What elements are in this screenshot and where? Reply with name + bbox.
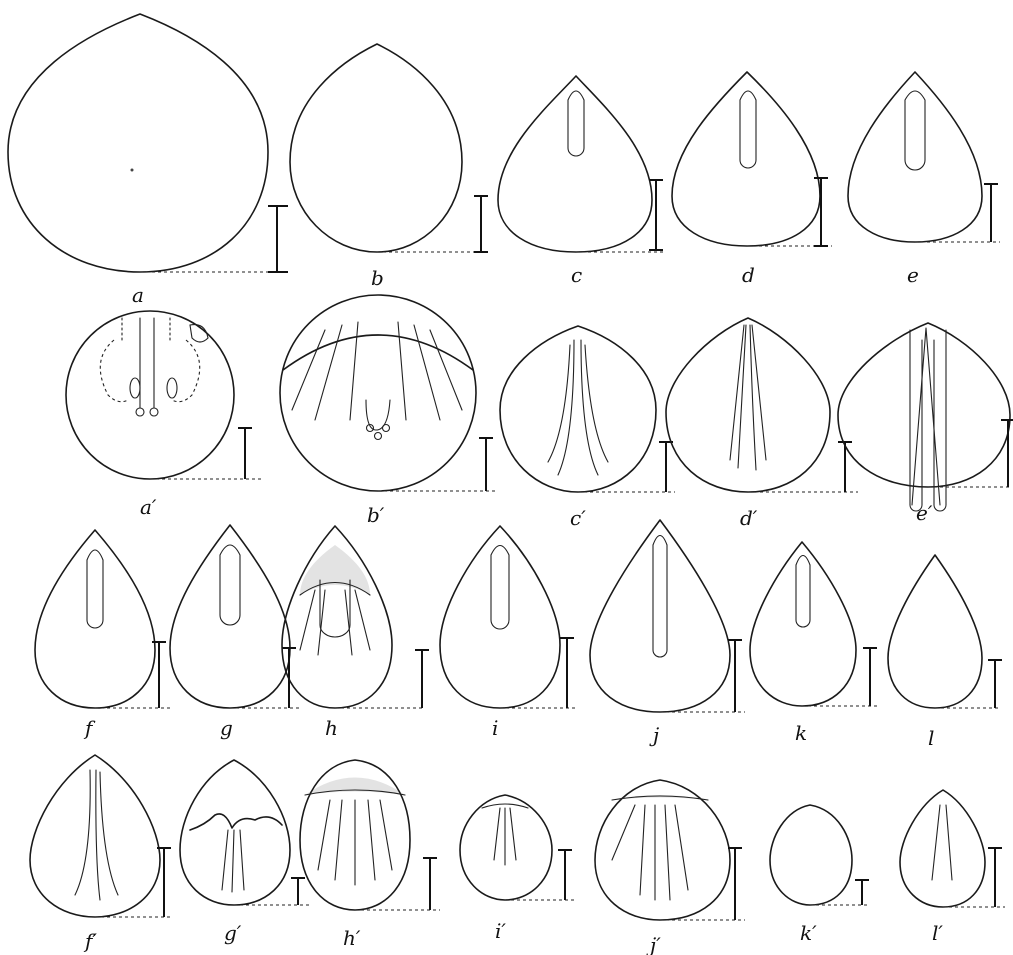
- outline-k-prime: [770, 805, 870, 905]
- outline-c: [498, 76, 665, 252]
- outline-a-prime: [66, 311, 262, 479]
- label-j-prime: j′: [646, 933, 661, 955]
- label-g: g: [220, 716, 233, 740]
- label-k-prime: k′: [800, 921, 817, 945]
- scale-bar-f-prime: [157, 848, 171, 917]
- label-l-prime: l′: [932, 921, 943, 945]
- outline-k: [750, 542, 878, 706]
- outline-d: [672, 72, 832, 246]
- outline-f: [35, 530, 170, 708]
- scale-bar-k: [863, 648, 877, 706]
- scale-bar-h: [415, 650, 429, 708]
- outline-h-prime: [300, 760, 440, 910]
- label-c: c: [571, 263, 582, 287]
- outline-g: [170, 525, 300, 708]
- outline-l: [888, 555, 1000, 708]
- scale-bar-b-prime: [479, 438, 493, 491]
- label-f: f: [83, 716, 96, 740]
- scale-bar-h-prime: [423, 858, 437, 910]
- scale-bar-d-prime: [838, 442, 852, 492]
- label-e: e: [907, 263, 919, 287]
- label-g-prime: g′: [224, 921, 242, 945]
- label-a: a: [132, 283, 144, 307]
- scale-bar-i: [560, 638, 574, 708]
- label-a-prime: a′: [140, 495, 157, 519]
- scale-bar-a: [268, 206, 288, 272]
- outline-e-prime: [838, 323, 1012, 511]
- outline-i: [440, 526, 575, 708]
- label-b-prime: b′: [367, 503, 385, 527]
- label-f-prime: f′: [83, 929, 97, 953]
- scale-bar-g-prime: [291, 878, 305, 905]
- scale-bar-l: [988, 660, 1002, 708]
- scale-bar-a-prime: [238, 428, 252, 479]
- label-i-prime: i′: [495, 919, 506, 943]
- outline-i-prime: [460, 795, 575, 900]
- scale-bar-d: [814, 178, 828, 246]
- label-e-prime: e′: [916, 501, 933, 525]
- scale-bar-e-prime: [1001, 420, 1013, 487]
- outline-d-prime: [666, 318, 858, 492]
- label-h-prime: h′: [343, 926, 361, 950]
- outline-h: [282, 526, 422, 708]
- label-i: i: [492, 716, 498, 740]
- outline-j-prime: [595, 780, 745, 920]
- label-d: d: [742, 263, 755, 287]
- outline-e: [848, 72, 1000, 242]
- label-c-prime: c′: [570, 506, 586, 530]
- outline-c-prime: [500, 326, 675, 492]
- label-k: k: [795, 721, 807, 745]
- label-l: l: [928, 726, 934, 750]
- label-h: h: [325, 716, 338, 740]
- label-b: b: [371, 266, 384, 290]
- label-d-prime: d′: [740, 506, 758, 530]
- scale-bar-l-prime: [988, 848, 1002, 907]
- outline-g-prime: [180, 760, 310, 905]
- scale-bar-c-prime: [659, 442, 673, 492]
- label-j: j: [649, 723, 659, 747]
- scale-bar-e: [984, 184, 998, 242]
- scale-bar-i-prime: [558, 850, 572, 900]
- outline-b-prime: [280, 295, 495, 491]
- scale-bar-b: [474, 196, 488, 252]
- scale-bar-f: [152, 642, 166, 708]
- outline-b: [290, 44, 490, 252]
- outline-a: [8, 14, 288, 272]
- scale-bar-k-prime: [855, 880, 869, 905]
- outline-j: [590, 520, 745, 712]
- outline-f-prime: [30, 755, 170, 917]
